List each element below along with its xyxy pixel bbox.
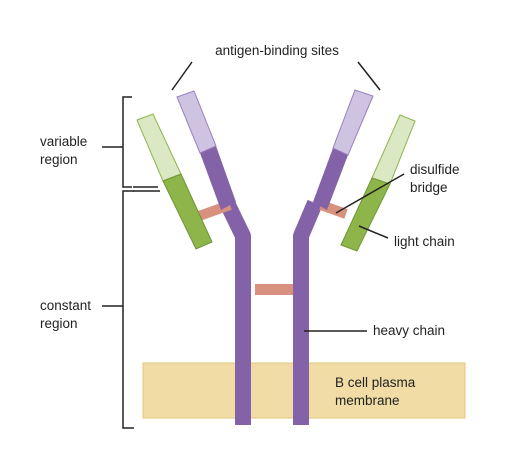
light-chain-left-variable	[136, 113, 182, 182]
heavy-chain-label: heavy chain	[373, 323, 445, 338]
heavy-chain-left-variable	[176, 90, 217, 154]
disulfide-bridge-label-line2: bridge	[410, 180, 448, 195]
light-chain-right-constant	[340, 177, 391, 252]
light-chain-left-constant	[162, 173, 213, 250]
light-chain-right-variable	[371, 114, 416, 185]
heavy-chain-right-constant	[293, 199, 323, 425]
heavy-chain-right-variable	[332, 89, 374, 156]
heavy-chain-right-arm	[313, 148, 348, 210]
membrane-label-line2: membrane	[335, 393, 400, 408]
heavy-chain-left-constant	[219, 199, 251, 425]
disulfide-bridge-hinge	[255, 284, 293, 295]
disulfide-bridge-label-line1: disulfide	[410, 162, 460, 177]
heavy-chain-left-arm	[200, 146, 236, 210]
variable-region-bracket	[122, 96, 132, 188]
constant-region-label-line2: region	[40, 316, 78, 331]
antigen-site-leader-left	[171, 61, 193, 91]
variable-region-label-line1: variable	[40, 134, 87, 149]
light-chain-label: light chain	[394, 234, 455, 249]
constant-region-bracket	[122, 190, 134, 429]
disulfide-bridge-leader	[335, 173, 405, 214]
light-chain-leader	[358, 225, 389, 239]
antigen-binding-sites-label: antigen-binding sites	[215, 43, 339, 58]
constant-region-label-line1: constant	[40, 298, 91, 313]
membrane-label-line1: B cell plasma	[335, 375, 416, 390]
variable-region-label-line2: region	[40, 152, 78, 167]
antigen-site-leader-right	[357, 61, 381, 91]
